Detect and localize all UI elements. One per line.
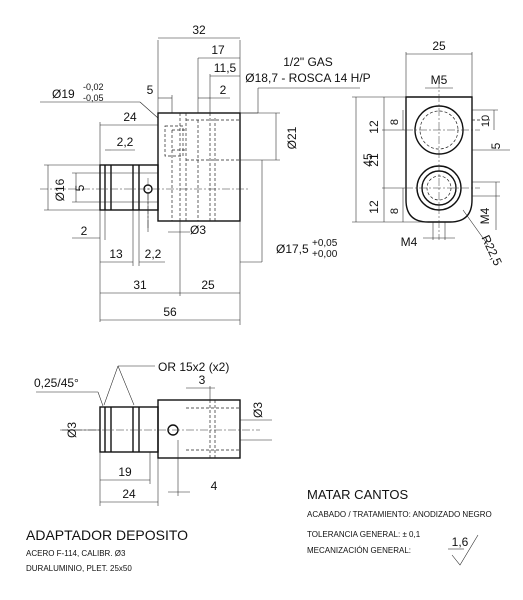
notes-finish: ACABADO / TRATAMIENTO: ANODIZADO NEGRO [307,510,492,519]
dim-dia19-tol-upper: -0,02 [83,82,104,92]
pin-dim-dia3-right: Ø3 [251,402,265,418]
pin-dim-24: 24 [122,487,136,501]
dim-31: 31 [133,278,147,292]
dim-2-bottom: 2 [81,224,88,238]
dim-5-left: 5 [73,184,87,191]
dim-2-2-top: 2,2 [117,135,134,149]
dim-11-5: 11,5 [214,61,237,75]
pin-dim-3: 3 [199,373,206,387]
pin-chamfer-note: 0,25/45° [34,376,79,390]
dim-25-side: 25 [432,39,446,53]
dim-dia17-5-tol-upper: +0,05 [312,238,338,249]
dim-dia19-tol-lower: -0,05 [83,93,104,103]
surface-roughness-symbol: 1,6 [448,534,479,566]
material-line-1: ACERO F-114, CALIBR. Ø3 [26,549,126,558]
material-line-2: DURALUMINIO, PLET. 25x50 [26,564,132,573]
dim-dia21: Ø21 [285,126,299,149]
notes-tolerance: TOLERANCIA GENERAL: ± 0,1 [307,530,421,539]
dim-r22-5: R22,5 [479,233,505,268]
dim-5-top: 5 [147,83,154,97]
side-view-dimensions: 25 M5 45 12 21 12 8 8 10 5 M4 M4 R22,5 [352,39,510,268]
pin-view [60,399,260,459]
dim-25-bottom: 25 [201,278,215,292]
pin-dim-4: 4 [211,479,218,493]
dim-dia19: Ø19 [52,87,75,101]
front-view-dimensions: 32 17 11,5 5 2 1/2" GAS Ø18,7 - ROSCA 14… [40,23,371,325]
dim-12-top: 12 [367,120,381,134]
dim-dia16: Ø16 [53,178,67,201]
dim-dia17-5-tol-lower: +0,00 [312,249,338,260]
dim-dia3-front: Ø3 [190,223,206,237]
dim-8-top: 8 [389,119,401,125]
dim-32: 32 [192,23,206,37]
side-body-outline [405,96,473,223]
dim-10: 10 [480,115,492,127]
dim-m5: M5 [431,73,448,87]
notes-heading: MATAR CANTOS [307,487,408,502]
roughness-value: 1,6 [452,535,469,549]
front-view [40,112,250,228]
thread-note-line2: Ø18,7 - ROSCA 14 H/P [245,71,370,85]
dim-24: 24 [123,110,137,124]
dim-dia17-5: Ø17,5 [276,242,309,256]
dim-17: 17 [211,43,225,57]
dim-5-right: 5 [489,142,503,149]
thread-note-line1: 1/2" GAS [283,55,333,69]
dim-8-bottom: 8 [389,208,401,214]
pin-shaft-outline [99,406,159,453]
pin-body-outline [157,399,241,459]
dim-12-bottom: 12 [367,200,381,214]
pin-dim-dia3-left: Ø3 [65,422,79,438]
dim-13: 13 [109,247,123,261]
pin-oring-note: OR 15x2 (x2) [158,360,229,374]
dim-21-side: 21 [367,153,381,167]
dim-2-2-bottom: 2,2 [145,247,162,261]
side-view [405,80,490,240]
notes-machining: MECANIZACIÓN GENERAL: [307,546,411,555]
dim-2-top: 2 [220,83,227,97]
pin-view-dimensions: OR 15x2 (x2) 0,25/45° 3 Ø3 Ø3 19 24 4 [34,360,272,506]
dim-56: 56 [163,305,177,319]
front-shaft-outline [99,164,159,211]
front-body-outline [157,112,241,222]
dim-m4-right: M4 [478,207,492,224]
pin-dim-19: 19 [118,465,132,479]
dim-45: 45 [361,153,375,167]
part-name: ADAPTADOR DEPOSITO [26,527,188,543]
dim-m4-bottom: M4 [401,235,418,249]
